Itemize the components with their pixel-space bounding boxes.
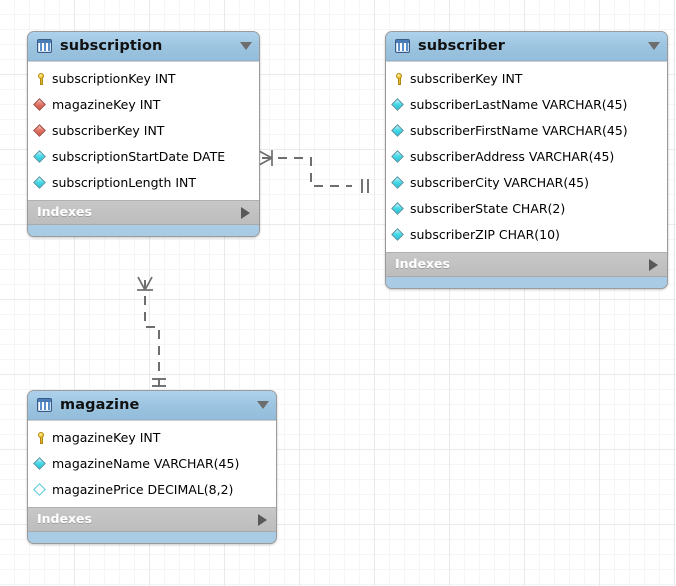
foreign-key-diamond-icon — [34, 98, 48, 112]
column-label: subscriberLastName VARCHAR(45) — [410, 96, 628, 112]
table-footer — [386, 277, 667, 288]
column-diamond-icon — [392, 176, 406, 190]
column-label: subscriberKey INT — [52, 122, 165, 138]
primary-key-icon — [34, 431, 48, 445]
table-title: magazine — [60, 396, 140, 413]
column-row[interactable]: subscriberState CHAR(2) — [386, 196, 667, 222]
column-label: magazineKey INT — [52, 96, 161, 112]
table-header-subscription[interactable]: subscription — [28, 32, 259, 61]
column-row[interactable]: subscriberCity VARCHAR(45) — [386, 170, 667, 196]
column-row[interactable]: magazinePrice DECIMAL(8,2) — [28, 477, 276, 503]
chevron-right-icon[interactable] — [258, 513, 267, 526]
column-diamond-icon — [392, 202, 406, 216]
indexes-label: Indexes — [37, 511, 92, 527]
primary-key-icon — [34, 72, 48, 86]
table-node-subscription[interactable]: subscription subscriptionKey INT magazin… — [27, 31, 260, 237]
table-node-subscriber[interactable]: subscriber subscriberKey INT subscriberL… — [385, 31, 668, 289]
table-icon — [37, 398, 52, 412]
column-label: subscriberAddress VARCHAR(45) — [410, 148, 615, 164]
column-list-magazine: magazineKey INT magazineName VARCHAR(45)… — [28, 420, 276, 508]
column-row[interactable]: subscriberKey INT — [386, 66, 667, 92]
column-list-subscriber: subscriberKey INT subscriberLastName VAR… — [386, 61, 667, 253]
one-and-only-one-marker — [361, 179, 369, 193]
column-list-subscription: subscriptionKey INT magazineKey INT subs… — [28, 61, 259, 201]
crows-foot-many-marker — [137, 276, 153, 291]
column-row[interactable]: subscriberKey INT — [28, 118, 259, 144]
column-label: subscriberZIP CHAR(10) — [410, 226, 560, 242]
table-header-magazine[interactable]: magazine — [28, 391, 276, 420]
chevron-down-icon[interactable] — [648, 42, 660, 50]
table-header-subscriber[interactable]: subscriber — [386, 32, 667, 61]
indexes-label: Indexes — [395, 256, 450, 272]
table-icon — [395, 39, 410, 53]
column-diamond-icon — [34, 457, 48, 471]
column-diamond-icon — [34, 176, 48, 190]
column-row[interactable]: magazineKey INT — [28, 425, 276, 451]
table-title: subscriber — [418, 37, 506, 54]
primary-key-icon — [392, 72, 406, 86]
column-row[interactable]: subscriberAddress VARCHAR(45) — [386, 144, 667, 170]
indexes-section-subscriber[interactable]: Indexes — [386, 253, 667, 277]
column-row[interactable]: subscriptionLength INT — [28, 170, 259, 196]
column-label: magazinePrice DECIMAL(8,2) — [52, 481, 234, 497]
chevron-right-icon[interactable] — [241, 206, 250, 219]
column-label: subscriptionLength INT — [52, 174, 197, 190]
table-icon — [37, 39, 52, 53]
table-footer — [28, 225, 259, 236]
crows-foot-many-marker — [258, 150, 273, 166]
column-diamond-icon-hollow — [34, 483, 48, 497]
column-row[interactable]: subscriberZIP CHAR(10) — [386, 222, 667, 248]
chevron-down-icon[interactable] — [257, 401, 269, 409]
column-row[interactable]: subscriberFirstName VARCHAR(45) — [386, 118, 667, 144]
column-label: magazineName VARCHAR(45) — [52, 455, 240, 471]
column-label: subscriptionKey INT — [52, 70, 176, 86]
column-row[interactable]: magazineKey INT — [28, 92, 259, 118]
indexes-section-magazine[interactable]: Indexes — [28, 508, 276, 532]
relationship-subscription-subscriber — [258, 150, 369, 193]
column-diamond-icon — [392, 150, 406, 164]
column-diamond-icon — [392, 228, 406, 242]
column-row[interactable]: subscriberLastName VARCHAR(45) — [386, 92, 667, 118]
column-label: subscriberCity VARCHAR(45) — [410, 174, 589, 190]
column-label: magazineKey INT — [52, 429, 161, 445]
column-diamond-icon — [34, 150, 48, 164]
column-label: subscriptionStartDate DATE — [52, 148, 226, 164]
indexes-section-subscription[interactable]: Indexes — [28, 201, 259, 225]
column-row[interactable]: subscriptionStartDate DATE — [28, 144, 259, 170]
column-label: subscriberKey INT — [410, 70, 523, 86]
column-row[interactable]: magazineName VARCHAR(45) — [28, 451, 276, 477]
column-label: subscriberState CHAR(2) — [410, 200, 566, 216]
chevron-down-icon[interactable] — [240, 42, 252, 50]
table-node-magazine[interactable]: magazine magazineKey INT magazineName VA… — [27, 390, 277, 544]
indexes-label: Indexes — [37, 204, 92, 220]
table-footer — [28, 532, 276, 543]
column-label: subscriberFirstName VARCHAR(45) — [410, 122, 628, 138]
chevron-right-icon[interactable] — [649, 258, 658, 271]
relationship-subscription-magazine — [137, 276, 166, 388]
column-row[interactable]: subscriptionKey INT — [28, 66, 259, 92]
one-and-only-one-marker — [152, 378, 166, 387]
foreign-key-diamond-icon — [34, 124, 48, 138]
column-diamond-icon — [392, 98, 406, 112]
table-title: subscription — [60, 37, 163, 54]
column-diamond-icon — [392, 124, 406, 138]
